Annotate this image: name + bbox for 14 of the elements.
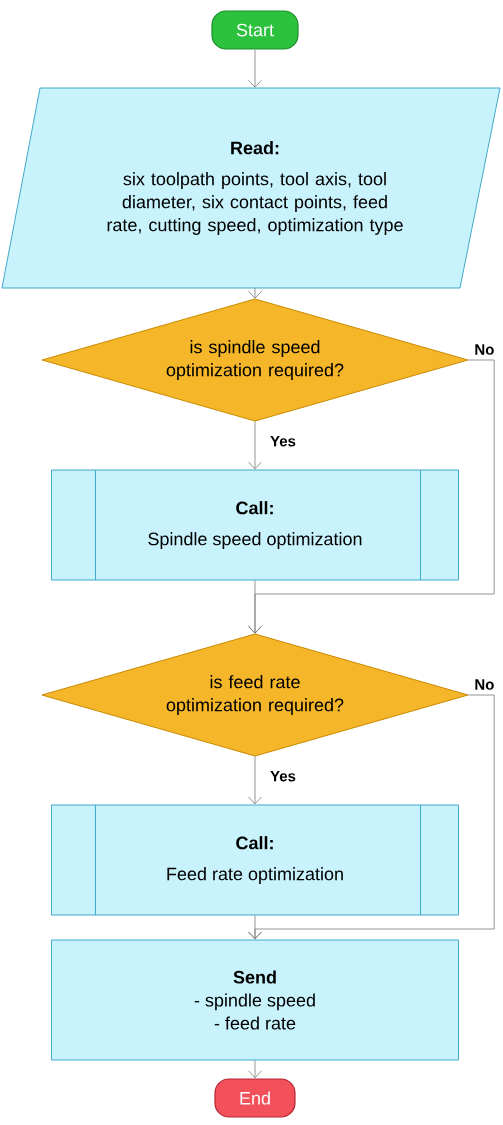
arrow [248,580,262,634]
arrow [248,915,262,940]
subprocess-box: Call: Feed rate optimization [51,804,459,916]
edge-label: Yes [269,435,297,448]
edge-label: No [473,343,496,356]
arrow [248,1060,262,1079]
arrow [248,420,262,470]
subprocess-box: Call: Spindle speed optimization [51,469,459,581]
edge-label: No [473,678,496,691]
edge-label: Yes [269,769,297,783]
arrow [248,755,262,805]
input-parallelogram: Read: six toolpath points, tool axis, tool diameter, six contact points, feed rate, cutting speed, optimization type [1,87,501,289]
process-box: Send - spindle speed - feed rate [51,939,459,1061]
arrow [248,49,262,88]
